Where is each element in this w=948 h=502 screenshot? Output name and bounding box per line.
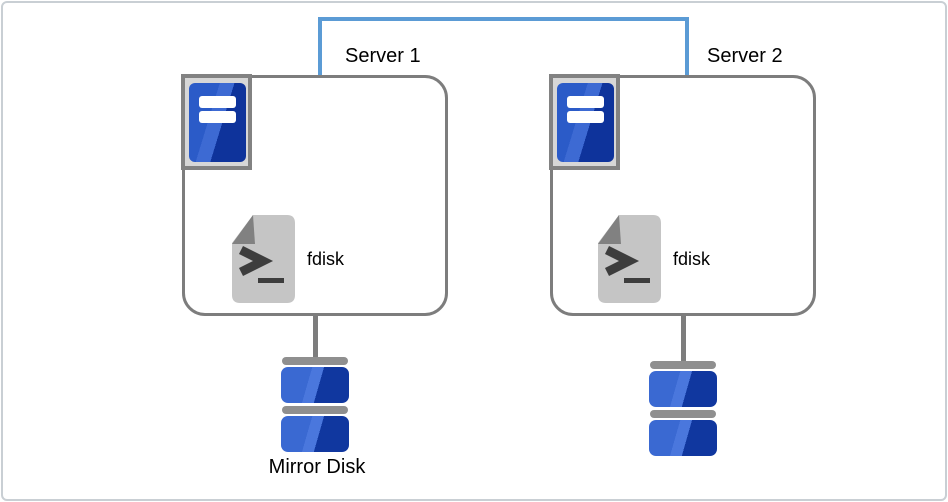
prompt-underscore [624,278,650,283]
server-icon [549,74,620,170]
drive-bay-slot [199,111,236,123]
disk-unit [649,371,717,407]
server1-label: Server 1 [345,45,421,67]
disk-unit [649,420,717,456]
disk-separator [282,406,348,414]
drive-bay-slot [567,96,604,108]
mirror-disk-label: Mirror Disk [268,456,366,478]
server-icon [181,74,252,170]
server2-label: Server 2 [707,45,783,67]
disk-separator [650,361,716,369]
server1-app-label: fdisk [307,249,345,269]
server2-app-label: fdisk [673,249,711,269]
disk-separator [282,357,348,365]
disk-unit [281,367,349,403]
terminal-file-icon [232,215,295,303]
drive-bay-slot [199,96,236,108]
folded-corner [598,215,621,244]
terminal-file-icon [598,215,661,303]
prompt-chevron [238,245,274,277]
server-tower-body [189,83,246,162]
prompt-chevron [604,245,640,277]
server1-disk-connector [313,314,318,358]
disk-separator [650,410,716,418]
server-interconnect-line [318,17,689,75]
prompt-underscore [258,278,284,283]
disk-unit [281,416,349,452]
folded-corner [232,215,255,244]
disk-stack-icon [281,357,349,452]
drive-bay-slot [567,111,604,123]
server2-disk-connector [681,314,686,362]
disk-stack-icon [649,361,717,456]
server2-box [550,75,816,316]
server-tower-body [557,83,614,162]
